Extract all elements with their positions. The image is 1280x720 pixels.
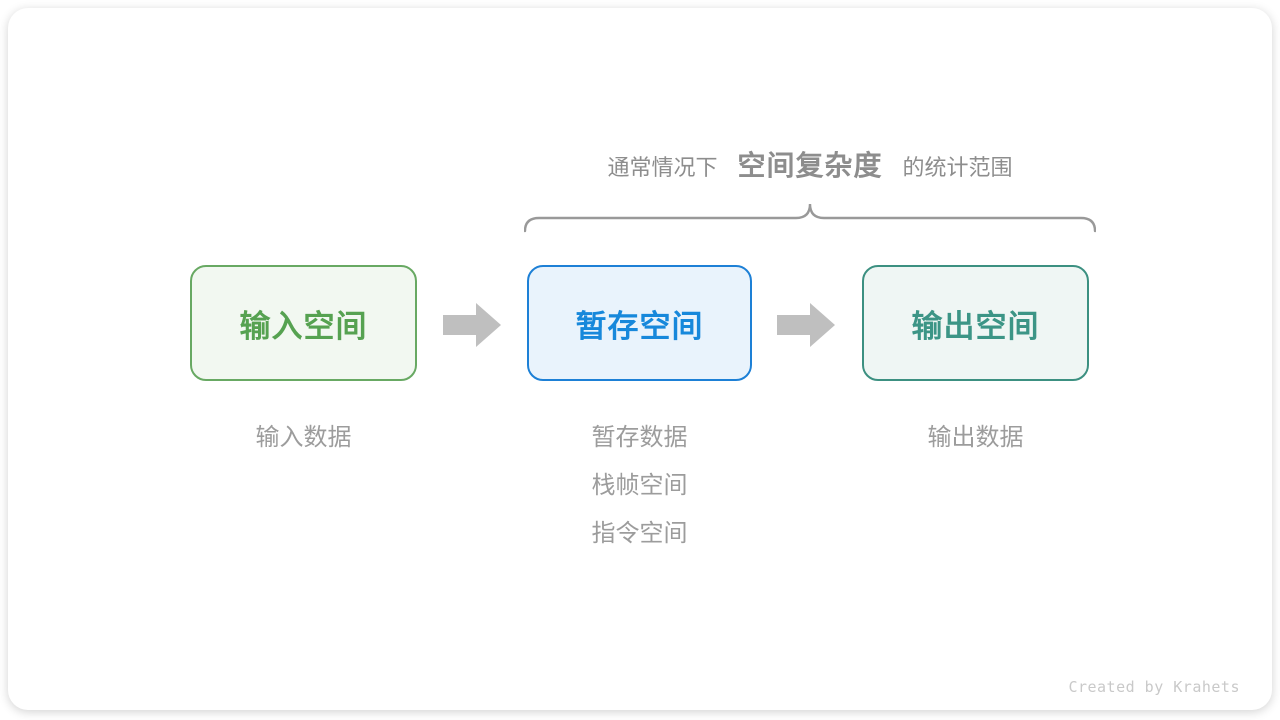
input-space-box: 输入空间	[190, 265, 417, 381]
annotation-caption: 通常情况下 空间复杂度 的统计范围	[524, 144, 1096, 188]
output-space-label: 输出空间	[911, 308, 1040, 344]
input-data-list: 输入数据	[190, 414, 417, 462]
list-item: 输出数据	[927, 424, 1024, 451]
annotation-highlight: 空间复杂度	[737, 150, 883, 181]
curly-brace-icon	[524, 203, 1096, 233]
arrow-right-icon	[777, 303, 835, 347]
list-item: 指令空间	[591, 520, 688, 547]
list-item: 输入数据	[255, 424, 352, 451]
credit-watermark: Created by Krahets	[1068, 678, 1240, 696]
list-item: 栈帧空间	[591, 472, 688, 499]
annotation-prefix: 通常情况下	[607, 155, 718, 180]
arrow-right-icon	[443, 303, 501, 347]
temp-space-box: 暂存空间	[527, 265, 752, 381]
annotation-suffix: 的统计范围	[902, 155, 1013, 180]
input-space-label: 输入空间	[239, 308, 368, 344]
temp-space-label: 暂存空间	[575, 308, 704, 344]
temp-data-list: 暂存数据 栈帧空间 指令空间	[527, 414, 752, 558]
output-space-box: 输出空间	[862, 265, 1089, 381]
output-data-list: 输出数据	[862, 414, 1089, 462]
list-item: 暂存数据	[591, 424, 688, 451]
